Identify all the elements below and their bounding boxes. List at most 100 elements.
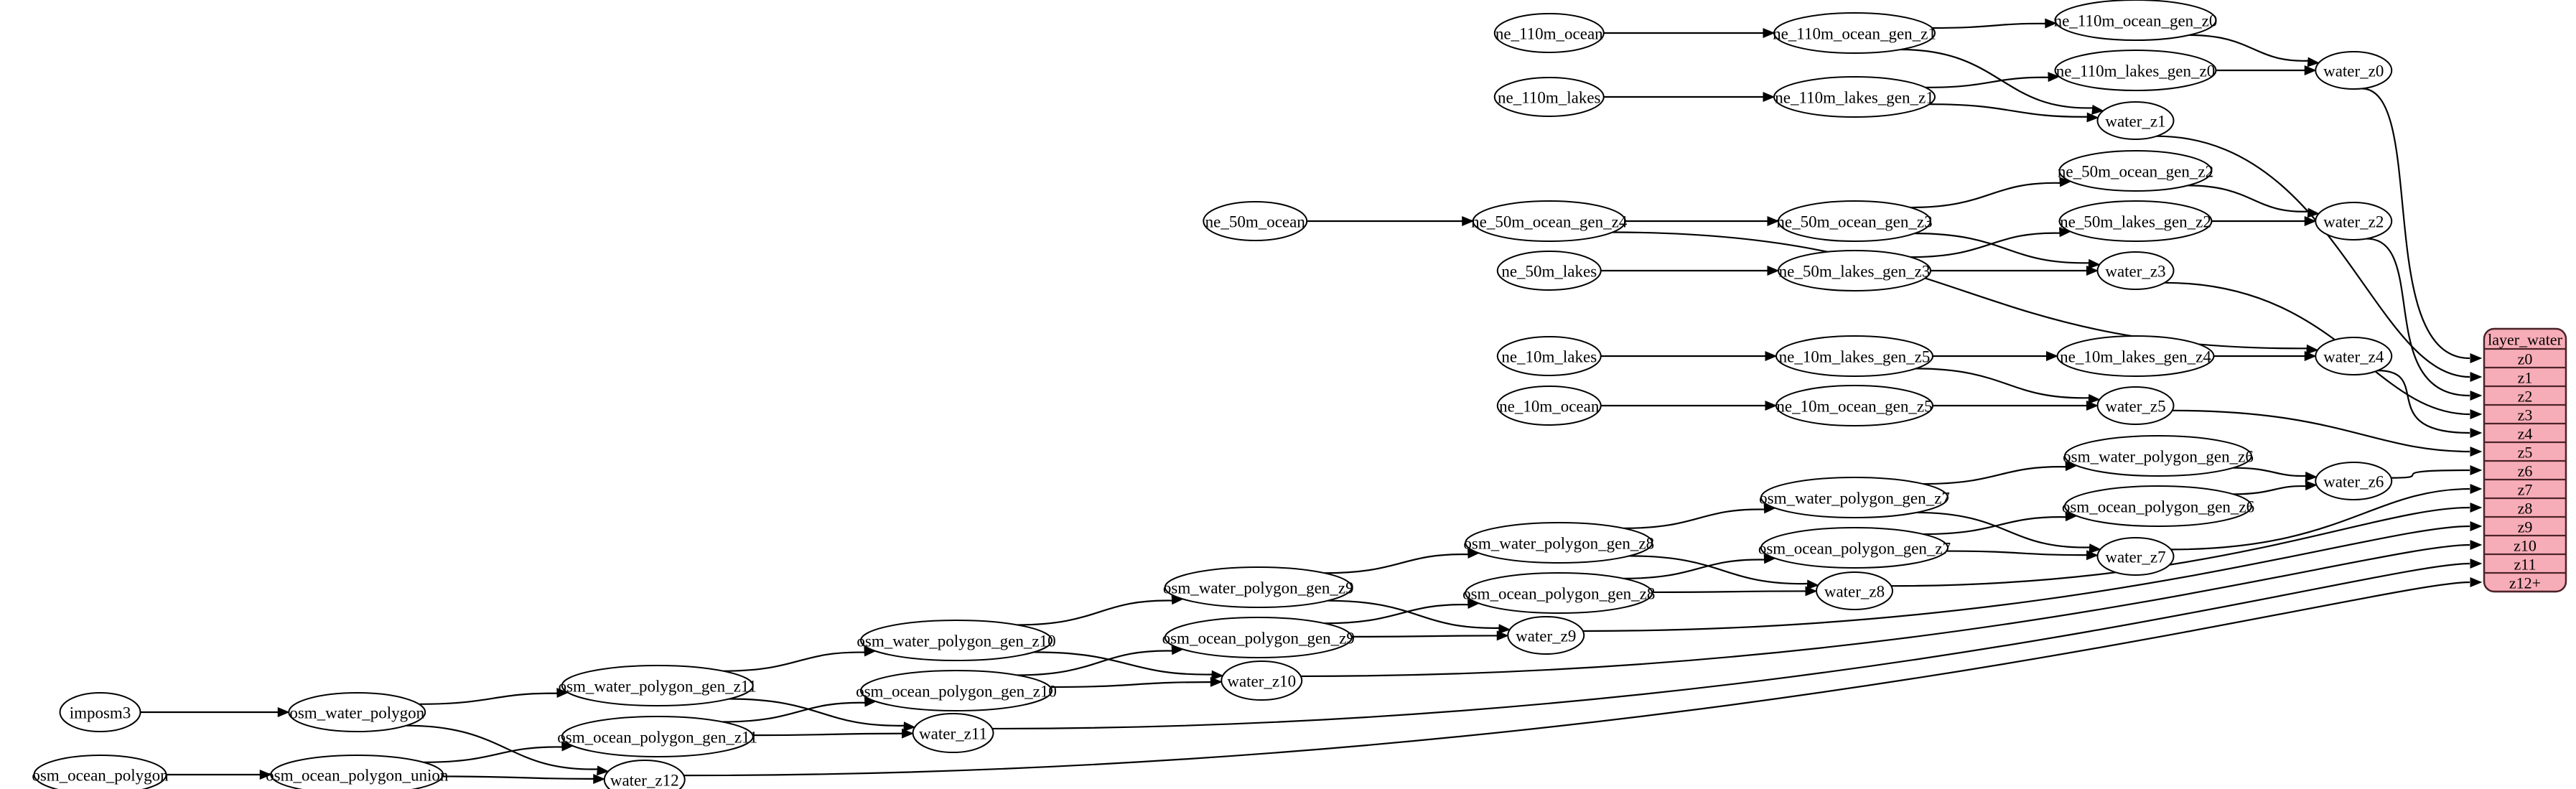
node-shape [2056, 335, 2215, 377]
node-shape [1778, 250, 1931, 291]
graph-node-water_z11[interactable]: water_z11 [912, 713, 994, 753]
record-row-z12plus[interactable]: z12+ [2509, 574, 2541, 592]
edge-water_z12-to-layer_water-z12+ [683, 581, 2470, 777]
record-row-z1[interactable]: z1 [2518, 369, 2533, 387]
graph-node-ne_10m_lakes_gen_z4[interactable]: ne_10m_lakes_gen_z4 [2056, 335, 2215, 377]
edge-osm_water_polygon_gen_z6-to-water_z6 [2233, 467, 2307, 477]
node-label: ne_10m_lakes [1501, 348, 1597, 366]
graph-node-water_z3[interactable]: water_z3 [2096, 251, 2175, 290]
graph-node-osm_water_polygon_gen_z6[interactable]: osm_water_polygon_gen_z6 [2063, 435, 2254, 477]
node-label: ne_50m_lakes [1501, 263, 1597, 281]
graph-node-water_z9[interactable]: water_z9 [1507, 616, 1585, 655]
edge-arrowhead [2470, 559, 2483, 569]
record-row-z6[interactable]: z6 [2518, 462, 2533, 480]
graph-node-osm_water_polygon_gen_z10[interactable]: osm_water_polygon_gen_z10 [857, 620, 1056, 661]
node-shape [1775, 385, 1933, 426]
graph-node-ne_50m_ocean[interactable]: ne_50m_ocean [1203, 201, 1308, 241]
node-shape [1493, 77, 1605, 117]
edge-arrowhead [2306, 344, 2319, 355]
record-row-z7[interactable]: z7 [2518, 481, 2533, 499]
edge-arrowhead [2305, 480, 2318, 491]
graph-node-osm_ocean_polygon_union[interactable]: osm_ocean_polygon_union [266, 755, 449, 789]
node-label: imposm3 [70, 704, 131, 722]
graph-node-ne_50m_lakes[interactable]: ne_50m_lakes [1496, 251, 1602, 291]
edge-arrowhead [2305, 471, 2318, 482]
node-shape [2054, 0, 2217, 41]
edge-arrowhead [2086, 550, 2099, 561]
record-row-z0[interactable]: z0 [2518, 350, 2533, 368]
record-row-z10[interactable]: z10 [2514, 537, 2537, 555]
node-shape [1164, 617, 1353, 658]
edge-arrowhead [1498, 624, 1511, 635]
graph-node-ne_50m_ocean_gen_z2[interactable]: ne_50m_ocean_gen_z2 [2058, 150, 2213, 192]
graph-node-osm_ocean_polygon_gen_z9[interactable]: osm_ocean_polygon_gen_z9 [1162, 617, 1355, 658]
node-label: water_z2 [2323, 213, 2384, 231]
edge-arrowhead [1765, 351, 1778, 361]
record-row-z4[interactable]: z4 [2518, 425, 2533, 443]
graph-node-ne_110m_ocean_gen_z0[interactable]: ne_110m_ocean_gen_z0 [2054, 0, 2218, 41]
graph-node-osm_water_polygon_gen_z7[interactable]: osm_water_polygon_gen_z7 [1759, 477, 1950, 518]
graph-node-water_z5[interactable]: water_z5 [2096, 386, 2175, 425]
graph-node-ne_50m_ocean_gen_z4[interactable]: ne_50m_ocean_gen_z4 [1471, 200, 1628, 242]
graph-node-osm_water_polygon_gen_z11[interactable]: osm_water_polygon_gen_z11 [559, 665, 757, 706]
edge-arrowhead [2046, 351, 2058, 361]
graph-node-ne_110m_lakes[interactable]: ne_110m_lakes [1493, 77, 1605, 117]
node-label: ne_50m_ocean_gen_z2 [2058, 163, 2213, 181]
graph-node-water_z12[interactable]: water_z12 [603, 760, 686, 789]
graph-node-osm_water_polygon[interactable]: osm_water_polygon [288, 692, 426, 732]
graph-node-ne_110m_lakes_gen_z1[interactable]: ne_110m_lakes_gen_z1 [1773, 76, 1936, 118]
edge-osm_ocean_polygon_gen_z11-to-water_z11 [752, 732, 903, 737]
node-shape [1465, 572, 1653, 614]
edge-arrowhead [2307, 57, 2320, 67]
edge-arrowhead [2304, 65, 2317, 75]
record-row-z3[interactable]: z3 [2518, 406, 2533, 424]
graph-node-ne_110m_ocean_gen_z1[interactable]: ne_110m_ocean_gen_z1 [1773, 12, 1936, 54]
record-row-z5[interactable]: z5 [2518, 444, 2533, 462]
edge-arrowhead [1763, 28, 1775, 38]
node-label: ne_110m_lakes_gen_z1 [1775, 89, 1933, 107]
record-row-z9[interactable]: z9 [2518, 518, 2533, 536]
edge-arrowhead [2470, 428, 2483, 438]
record-row-z2[interactable]: z2 [2518, 388, 2533, 406]
node-label: ne_110m_lakes_gen_z0 [2056, 62, 2215, 80]
node-label: ne_110m_ocean_gen_z0 [2054, 12, 2218, 30]
edge-arrowhead [2086, 401, 2099, 411]
graph-node-ne_10m_ocean_gen_z5[interactable]: ne_10m_ocean_gen_z5 [1775, 385, 1933, 426]
graph-node-imposm3[interactable]: imposm3 [59, 692, 141, 732]
graph-node-ne_50m_lakes_gen_z3[interactable]: ne_50m_lakes_gen_z3 [1778, 250, 1931, 291]
graph-node-osm_water_polygon_gen_z9[interactable]: osm_water_polygon_gen_z9 [1163, 566, 1354, 608]
record-row-z11[interactable]: z11 [2514, 556, 2537, 574]
graph-node-water_z10[interactable]: water_z10 [1221, 660, 1303, 701]
graph-node-water_z4[interactable]: water_z4 [2315, 337, 2393, 375]
edge-arrowhead [2088, 393, 2101, 404]
graph-node-ne_10m_lakes_gen_z5[interactable]: ne_10m_lakes_gen_z5 [1775, 335, 1933, 377]
node-label: water_z12 [610, 772, 679, 789]
edge-arrowhead [2470, 577, 2483, 587]
graph-node-ne_110m_ocean[interactable]: ne_110m_ocean [1493, 13, 1605, 53]
graph-node-ne_10m_lakes[interactable]: ne_10m_lakes [1496, 336, 1602, 376]
graph-node-osm_ocean_polygon_gen_z10[interactable]: osm_ocean_polygon_gen_z10 [856, 670, 1057, 711]
node-label: osm_ocean_polygon [32, 767, 169, 785]
graph-node-osm_ocean_polygon_gen_z8[interactable]: osm_ocean_polygon_gen_z8 [1462, 572, 1655, 614]
graph-node-water_z6[interactable]: water_z6 [2315, 462, 2393, 500]
graph-node-osm_ocean_polygon_gen_z7[interactable]: osm_ocean_polygon_gen_z7 [1758, 527, 1951, 569]
graph-node-water_z0[interactable]: water_z0 [2315, 51, 2393, 90]
node-shape [1496, 251, 1602, 291]
record-row-z8[interactable]: z8 [2518, 500, 2533, 518]
graph-node-ne_110m_lakes_gen_z0[interactable]: ne_110m_lakes_gen_z0 [2054, 50, 2217, 91]
graph-node-ne_10m_ocean[interactable]: ne_10m_ocean [1496, 386, 1602, 426]
graph-node-water_z7[interactable]: water_z7 [2096, 537, 2175, 576]
edge-arrowhead [2088, 258, 2101, 269]
graph-node-osm_ocean_polygon_gen_z11[interactable]: osm_ocean_polygon_gen_z11 [557, 716, 757, 757]
edge-water_z8-to-layer_water-z8 [1891, 506, 2470, 587]
graph-node-water_z2[interactable]: water_z2 [2315, 202, 2393, 241]
node-shape [2096, 251, 2175, 290]
graph-node-ne_50m_lakes_gen_z2[interactable]: ne_50m_lakes_gen_z2 [2058, 200, 2213, 242]
edge-arrowhead [2470, 409, 2483, 419]
graph-node-osm_ocean_polygon_gen_z6[interactable]: osm_ocean_polygon_gen_z6 [2062, 485, 2254, 527]
graph-node-water_z8[interactable]: water_z8 [1816, 571, 1893, 610]
graph-node-osm_ocean_polygon[interactable]: osm_ocean_polygon [32, 755, 169, 789]
graph-node-water_z1[interactable]: water_z1 [2096, 101, 2175, 140]
graph-node-ne_50m_ocean_gen_z3[interactable]: ne_50m_ocean_gen_z3 [1776, 200, 1933, 242]
graph-node-osm_water_polygon_gen_z8[interactable]: osm_water_polygon_gen_z8 [1463, 522, 1654, 564]
